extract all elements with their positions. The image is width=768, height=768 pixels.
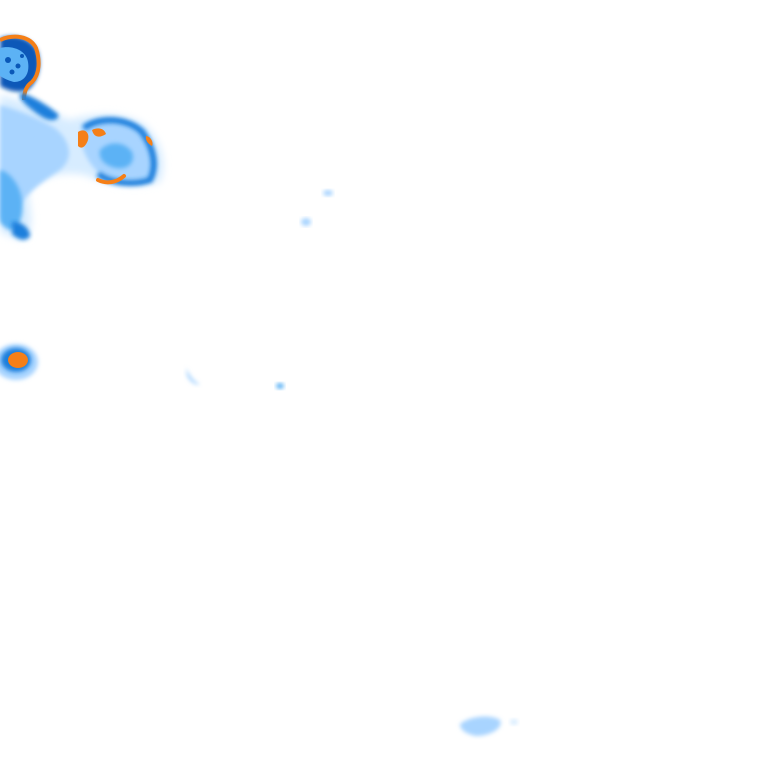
scattered-echoes: [186, 190, 518, 736]
echo-south: [510, 719, 518, 725]
precip-extreme-arc: [96, 174, 126, 185]
echo-north: [301, 218, 311, 226]
echo-south: [460, 716, 501, 736]
precip-moderate: [0, 170, 23, 230]
precip-heavy: [12, 221, 30, 240]
echo-north: [323, 190, 333, 196]
echo-center-arc: [186, 368, 200, 385]
precip-extreme: [92, 128, 106, 137]
storm-cell-northwest-complex: [0, 34, 164, 240]
precip-extreme: [145, 136, 153, 146]
precip-heavy: [20, 92, 59, 121]
storm-cell-west: [0, 344, 38, 380]
precip-speckle: [9, 69, 15, 75]
echo-center: [276, 383, 284, 389]
precip-extreme-core: [8, 352, 28, 368]
precip-extreme: [78, 130, 89, 148]
precip-speckle: [20, 54, 24, 58]
precip-heavy-ring: [82, 117, 157, 186]
precip-speckle: [5, 57, 11, 63]
precip-extreme-ring: [0, 34, 41, 101]
precip-moderate: [99, 143, 134, 169]
precip-light-streak: [6, 119, 32, 136]
precip-speckle: [15, 63, 21, 69]
